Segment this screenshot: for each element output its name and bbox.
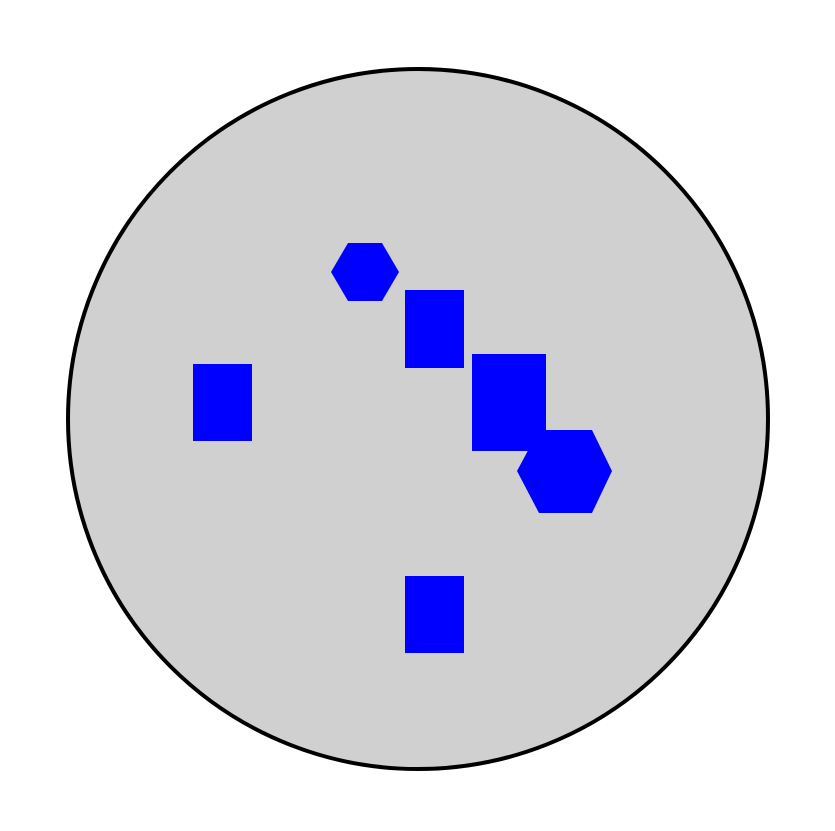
rectangle-bottom <box>405 576 464 653</box>
hexagon-small <box>331 243 399 301</box>
dish-circle <box>66 67 770 771</box>
square-right <box>472 354 546 451</box>
rectangle-upper-middle <box>405 290 464 368</box>
rectangle-left <box>193 364 252 441</box>
hexagon-large <box>517 430 612 513</box>
